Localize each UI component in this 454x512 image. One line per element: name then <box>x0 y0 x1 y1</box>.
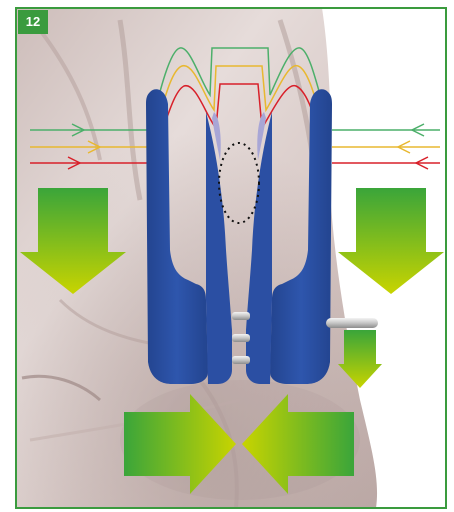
rod-middle <box>232 334 250 342</box>
right-colored-lines <box>332 124 440 169</box>
rod-extension <box>326 318 378 328</box>
figure-number-badge: 12 <box>18 10 48 34</box>
rod-upper <box>232 312 250 320</box>
left-colored-lines <box>30 124 150 169</box>
rod-lower <box>232 356 250 364</box>
